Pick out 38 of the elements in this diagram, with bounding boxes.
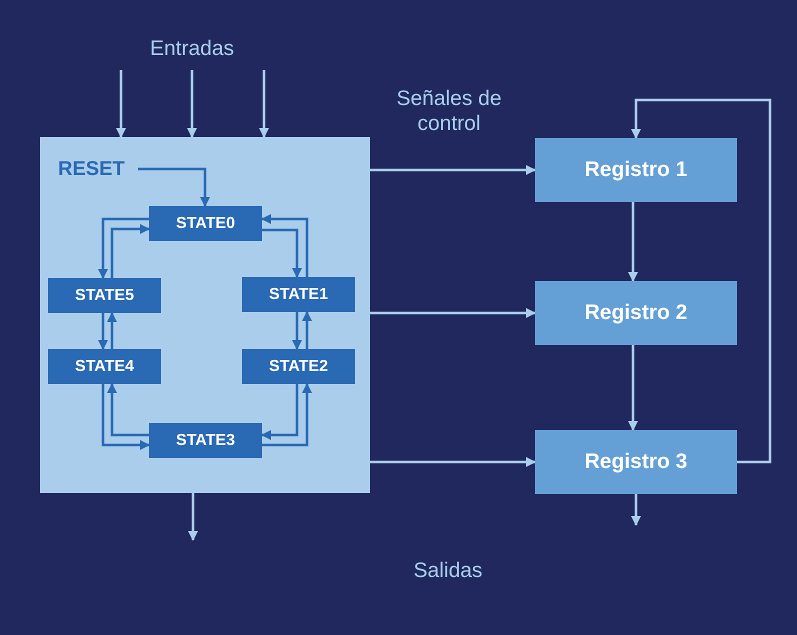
state-box: STATE0 <box>149 206 262 241</box>
arrow <box>302 311 312 349</box>
arrow <box>107 383 149 436</box>
arrow <box>628 345 638 431</box>
state-box: STATE2 <box>242 349 355 384</box>
state-box: STATE5 <box>48 278 161 313</box>
arrow <box>138 168 210 207</box>
arrow <box>628 202 638 282</box>
arrow <box>188 493 198 541</box>
reset-label: RESET <box>58 157 138 181</box>
state-box: STATE3 <box>149 423 262 458</box>
register-box: Registro 3 <box>535 430 737 494</box>
state-box: STATE4 <box>48 349 161 384</box>
inputs-label: Entradas <box>150 36 234 62</box>
register-box: Registro 2 <box>535 281 737 345</box>
arrow <box>116 70 126 138</box>
control-signals-label: Señales de control <box>395 86 503 136</box>
register-box: Registro 1 <box>535 138 737 202</box>
arrow <box>262 228 302 278</box>
arrow <box>262 383 312 446</box>
arrow <box>107 312 117 349</box>
arrow <box>259 70 269 138</box>
arrow <box>98 313 108 350</box>
arrow <box>631 494 641 526</box>
arrow <box>261 214 308 277</box>
arrow <box>187 70 197 138</box>
outputs-label: Salidas <box>414 558 482 584</box>
arrow <box>102 384 150 450</box>
arrow <box>370 165 536 175</box>
state-machine-panel <box>40 137 370 493</box>
arrow <box>631 98 772 464</box>
arrow <box>370 308 536 318</box>
arrow <box>261 384 298 440</box>
state-box: STATE1 <box>242 277 355 312</box>
arrow <box>110 224 150 278</box>
arrow <box>292 312 302 350</box>
arrow <box>370 457 536 467</box>
arrow <box>98 218 149 279</box>
